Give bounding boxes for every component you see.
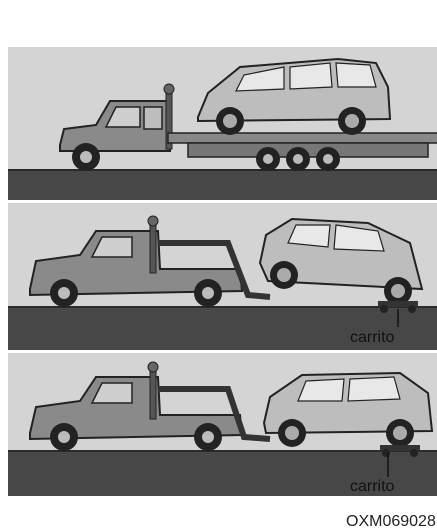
car [264, 373, 432, 447]
tow-truck [30, 216, 270, 307]
car [198, 59, 390, 135]
car [260, 219, 422, 305]
panel-wheel-lift-tow-with-dolly [8, 203, 437, 350]
flatbed-tow-illustration [8, 47, 437, 200]
panel-flatbed-tow [8, 47, 437, 200]
tow-truck [30, 362, 270, 451]
figure-code: OXM069028 [346, 514, 436, 530]
dolly-label: carrito [350, 479, 394, 495]
wheel-lift-tow-illustration [8, 203, 437, 350]
wheel-lift-tow-illustration-alt [8, 353, 437, 496]
dolly-label: carrito [350, 330, 394, 346]
panel-wheel-lift-tow-with-dolly-alt [8, 353, 437, 496]
ground [8, 170, 437, 200]
